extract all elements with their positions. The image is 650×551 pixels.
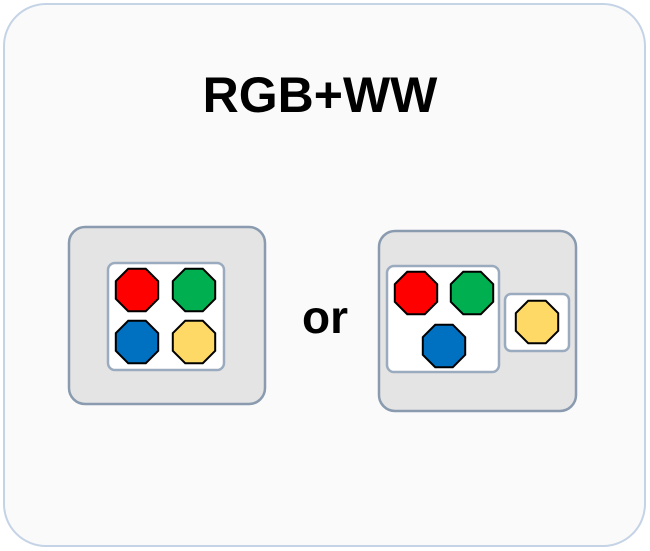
led-blue-icon bbox=[421, 323, 467, 369]
led-warm-white-icon bbox=[514, 299, 560, 345]
title: RGB+WW bbox=[203, 67, 439, 123]
led-red-icon bbox=[393, 270, 439, 316]
led-green-icon bbox=[171, 267, 217, 313]
led-blue-icon bbox=[114, 319, 160, 365]
option-single-module bbox=[67, 225, 267, 406]
option-split-module bbox=[377, 229, 578, 413]
led-red-icon bbox=[114, 267, 160, 313]
led-warm-white-icon bbox=[171, 319, 217, 365]
led-green-icon bbox=[449, 270, 495, 316]
or-label: or bbox=[302, 291, 348, 343]
